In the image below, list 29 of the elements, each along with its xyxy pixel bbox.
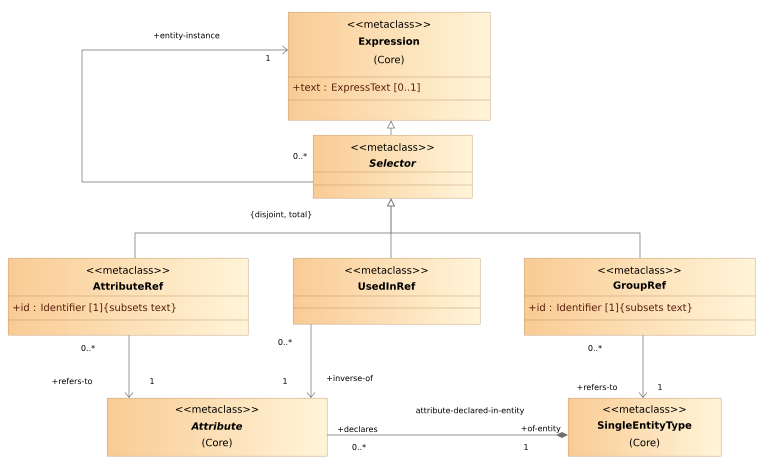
class-box: <<metaclass>> Expression (Core) +text : ExpressText [0..1] xyxy=(288,12,490,120)
class-box: <<metaclass>> Selector xyxy=(312,135,472,198)
association-line xyxy=(327,432,568,438)
association-line xyxy=(82,46,314,182)
role-name: +refers-to xyxy=(52,378,92,384)
multiplicity-label: 1 xyxy=(283,378,287,384)
multiplicity-label: 0..* xyxy=(81,344,95,352)
class-box: <<metaclass>> SingleEntityType (Core) xyxy=(568,398,722,456)
class-box: <<metaclass>> AttributeRef +id : Identifier [1]{subsets text} xyxy=(8,258,248,336)
role-name: +entity-instance xyxy=(154,32,220,40)
multiplicity-label: 1 xyxy=(524,444,528,450)
multiplicity-label: 0..* xyxy=(588,344,602,352)
role-name: +inverse-of xyxy=(327,374,374,382)
multiplicity-label: 1 xyxy=(658,384,662,390)
association-line xyxy=(124,335,134,398)
association-line xyxy=(638,335,648,398)
association-line xyxy=(306,324,316,398)
class-box: <<metaclass>> UsedInRef xyxy=(292,258,480,324)
constraint-label: {disjoint, total} xyxy=(250,211,312,219)
class-box: <<metaclass>> GroupRef +id : Identifier [1]{subsets text} xyxy=(524,258,756,336)
role-name: +refers-to xyxy=(577,384,617,390)
class-box: <<metaclass>> Attribute (Core) xyxy=(107,398,328,456)
multiplicity-label: 1 xyxy=(266,55,270,61)
role-name: +of-entity xyxy=(522,425,561,433)
multiplicity-label: 0..* xyxy=(352,444,366,450)
multiplicity-label: 0..* xyxy=(278,338,292,346)
association-name: attribute-declared-in-entity xyxy=(416,407,524,415)
multiplicity-label: 1 xyxy=(150,378,154,384)
role-name: +declares xyxy=(338,426,378,432)
